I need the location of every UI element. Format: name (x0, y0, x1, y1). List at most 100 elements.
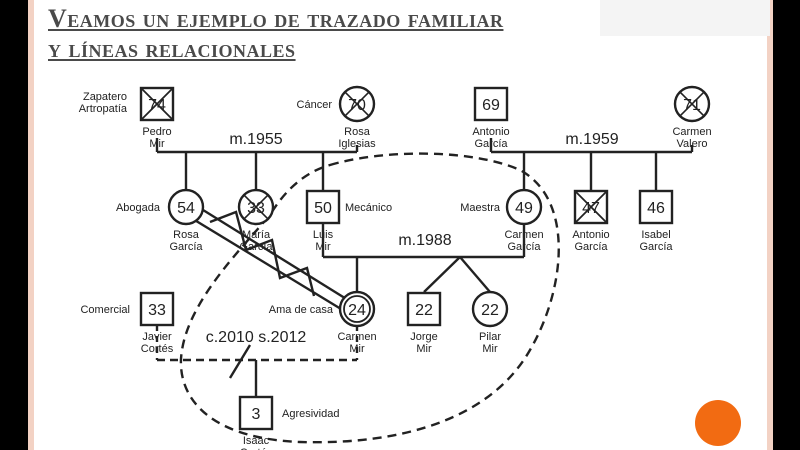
person-luis: 50 (305, 189, 341, 225)
person-antonio-garcia-senior-surname: García (474, 138, 508, 150)
person-rosa-iglesias-surname: Iglesias (338, 138, 376, 150)
person-javier-cortes-age: 33 (148, 302, 166, 319)
person-pedro-mir-surname: Mir (149, 138, 165, 150)
person-pedro-mir: 74 (139, 86, 175, 122)
person-antonio: 47 (573, 189, 609, 225)
figure-image-placeholder (600, 0, 770, 36)
person-luis-surname: Mir (315, 241, 331, 253)
person-pilar-circle (471, 290, 509, 328)
person-antonio-garcia-senior: 69 (473, 86, 509, 122)
person-carmen-circle (505, 188, 543, 226)
person-isaac-cortes-surname: Cortés (240, 447, 273, 450)
person-jorge-name: Jorge (410, 331, 438, 343)
person-carmen-valero-deceased-mark (679, 91, 705, 117)
person-carmen-valero-age: 71 (683, 97, 701, 114)
genogram-lines (155, 138, 694, 397)
person-maria-age: 33 (247, 200, 265, 217)
person-pilar-age: 22 (481, 302, 499, 319)
slide-left-border (28, 0, 34, 450)
person-carmen-age: 49 (515, 200, 533, 217)
note-zapatero: Zapatero (83, 91, 127, 103)
person-jorge: 22 (406, 291, 442, 327)
person-isabel: 46 (638, 189, 674, 225)
person-isaac-cortes: 3 (238, 395, 274, 431)
slide (28, 0, 773, 450)
note-agresividad: Agresividad (282, 408, 339, 420)
orange-circle-decoration (695, 400, 741, 446)
person-rosa-iglesias-name: Rosa (344, 126, 371, 138)
person-jorge-age: 22 (415, 302, 433, 319)
person-javier-cortes-square (139, 291, 175, 327)
person-carmen-name: Carmen (504, 229, 543, 241)
relation-line-2 (187, 214, 342, 311)
slide-title-line-2: y líneas relacionales (48, 34, 296, 63)
person-jorge-square (406, 291, 442, 327)
note-mecanico: Mecánico (345, 202, 392, 214)
relation-zigzag (209, 210, 316, 297)
person-carmen_mir-age: 24 (348, 302, 366, 319)
person-carmen_mir-surname: Mir (349, 343, 365, 355)
person-pilar: 22 (471, 290, 509, 328)
note-maestra: Maestra (460, 202, 501, 214)
person-antonio-garcia-senior-square (473, 86, 509, 122)
person-luis-age: 50 (314, 200, 332, 217)
person-luis-square (305, 189, 341, 225)
person-pedro-mir-name: Pedro (142, 126, 171, 138)
person-antonio-age: 47 (582, 200, 600, 217)
person-carmen_mir-index-ring (343, 295, 371, 323)
person-pilar-name: Pilar (479, 331, 501, 343)
union-label-1959: m.1959 (565, 131, 618, 148)
slide-title-line-1: Veamos un ejemplo de trazado familiar (48, 4, 504, 33)
person-carmen-valero: 71 (673, 85, 711, 123)
person-pilar-surname: Mir (482, 343, 498, 355)
union-label-partner: c.2010 s.2012 (206, 329, 307, 346)
person-maria-deceased-mark (243, 194, 269, 220)
person-javier-cortes-name: Javier (142, 331, 172, 343)
person-maria-name: María (242, 229, 271, 241)
note-artropatia: Artropatía (79, 103, 128, 115)
note-ama-de-casa: Ama de casa (269, 304, 334, 316)
person-carmen: 49 (505, 188, 543, 226)
person-pedro-mir-age: 74 (148, 97, 166, 114)
person-isabel-age: 46 (647, 200, 665, 217)
person-antonio-deceased-mark (574, 190, 608, 224)
person-isabel-name: Isabel (641, 229, 670, 241)
child-line-pilar (459, 256, 491, 293)
person-javier-cortes-surname: Cortés (141, 343, 174, 355)
slide-right-border (767, 0, 773, 450)
person-carmen-valero-surname: Valero (677, 138, 708, 150)
person-carmen_mir-circle (338, 290, 376, 328)
note-abogada: Abogada (116, 202, 161, 214)
person-maria-surname: García (239, 241, 273, 253)
separation-mark (228, 344, 252, 379)
person-isabel-square (638, 189, 674, 225)
person-rosa-iglesias-age: 70 (348, 97, 366, 114)
note-comercial: Comercial (80, 304, 130, 316)
person-rosa-iglesias-deceased-mark (344, 91, 370, 117)
genogram-labels: PedroMirRosaIglesiasAntonioGarcíaCarmenV… (79, 91, 712, 450)
person-carmen_mir: 24 (338, 290, 376, 328)
person-pedro-mir-deceased-mark (140, 87, 174, 121)
union-label-1955: m.1955 (229, 131, 282, 148)
person-isaac-cortes-age: 3 (252, 406, 261, 423)
note-cancer: Cáncer (297, 99, 333, 111)
person-isabel-surname: García (639, 241, 673, 253)
person-carmen-surname: García (507, 241, 541, 253)
person-rosa-surname: García (169, 241, 203, 253)
person-antonio-surname: García (574, 241, 608, 253)
person-jorge-surname: Mir (416, 343, 432, 355)
relation-line-1 (194, 203, 349, 302)
household-boundary (179, 152, 560, 444)
person-luis-name: Luis (313, 229, 334, 241)
person-rosa: 54 (167, 188, 205, 226)
person-javier-cortes: 33 (139, 291, 175, 327)
person-isaac-cortes-name: Isaac (243, 435, 270, 447)
person-isaac-cortes-square (238, 395, 274, 431)
child-line-jorge (423, 256, 461, 293)
person-rosa-iglesias: 70 (338, 85, 376, 123)
person-rosa-age: 54 (177, 200, 195, 217)
person-rosa-circle (167, 188, 205, 226)
person-antonio-name: Antonio (572, 229, 609, 241)
